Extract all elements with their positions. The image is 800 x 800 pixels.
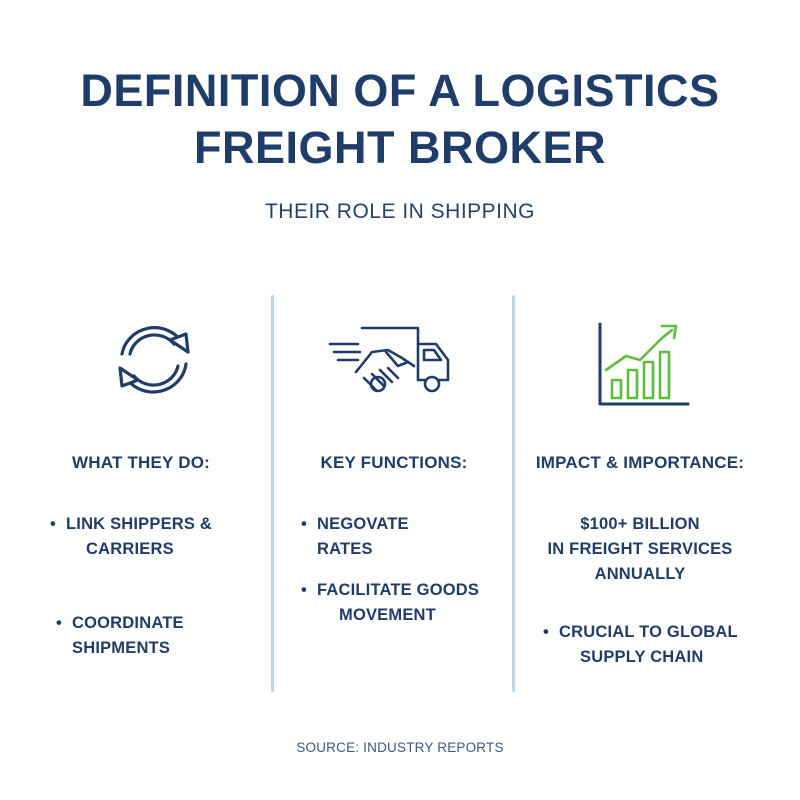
handshake-truck-icon bbox=[328, 322, 454, 401]
column-divider-left bbox=[271, 295, 274, 692]
bullet: • bbox=[56, 614, 62, 632]
item-line: CARRIERS bbox=[86, 540, 174, 558]
list-item-link-shippers: • LINK SHIPPERS & CARRIERS bbox=[50, 512, 213, 562]
heading-what-they-do: WHAT THEY DO: bbox=[72, 453, 210, 472]
heading-key-functions: KEY FUNCTIONS: bbox=[320, 453, 468, 472]
list-item-negovate-rates: • NEGOVATE RATES bbox=[301, 512, 409, 562]
item-line: $100+ BILLION bbox=[580, 515, 700, 533]
bullet: • bbox=[543, 623, 549, 641]
item-line: NEGOVATE bbox=[317, 515, 409, 533]
heading-impact-importance: IMPACT & IMPORTANCE: bbox=[535, 453, 745, 472]
page-subtitle: THEIR ROLE IN SHIPPING bbox=[264, 200, 536, 223]
item-line: RATES bbox=[317, 540, 373, 558]
item-line: FACILITATE GOODS bbox=[317, 581, 480, 599]
item-line: IN FREIGHT SERVICES bbox=[547, 540, 733, 558]
item-line: SHIPMENTS bbox=[72, 639, 171, 657]
item-line: SUPPLY CHAIN bbox=[580, 648, 704, 666]
growth-bar-chart-icon bbox=[596, 318, 692, 415]
list-item-facilitate-goods: • FACILITATE GOODS MOVEMENT bbox=[301, 578, 480, 628]
stat-freight-services: $100+ BILLION IN FREIGHT SERVICES ANNUAL… bbox=[510, 512, 770, 587]
page-title: DEFINITION OF A LOGISTICS FREIGHT BROKER bbox=[0, 62, 800, 176]
refresh-cycle-icon bbox=[102, 318, 206, 407]
source-note: SOURCE: INDUSTRY REPORTS bbox=[296, 740, 504, 755]
item-line: LINK SHIPPERS & bbox=[66, 515, 213, 533]
bullet: • bbox=[50, 515, 56, 533]
item-line: COORDINATE bbox=[72, 614, 184, 632]
list-item-crucial-supply-chain: • CRUCIAL TO GLOBAL SUPPLY CHAIN bbox=[543, 620, 738, 670]
bullet: • bbox=[301, 515, 307, 533]
item-line: CRUCIAL TO GLOBAL bbox=[559, 623, 738, 641]
title-line-1: DEFINITION OF A LOGISTICS bbox=[80, 65, 720, 116]
column-divider-right bbox=[512, 295, 515, 692]
list-item-coordinate-shipments: • COORDINATE SHIPMENTS bbox=[56, 611, 184, 661]
item-line: MOVEMENT bbox=[339, 606, 436, 624]
item-line: ANNUALLY bbox=[594, 565, 686, 583]
bullet: • bbox=[301, 581, 307, 599]
title-line-2: FREIGHT BROKER bbox=[194, 122, 606, 173]
